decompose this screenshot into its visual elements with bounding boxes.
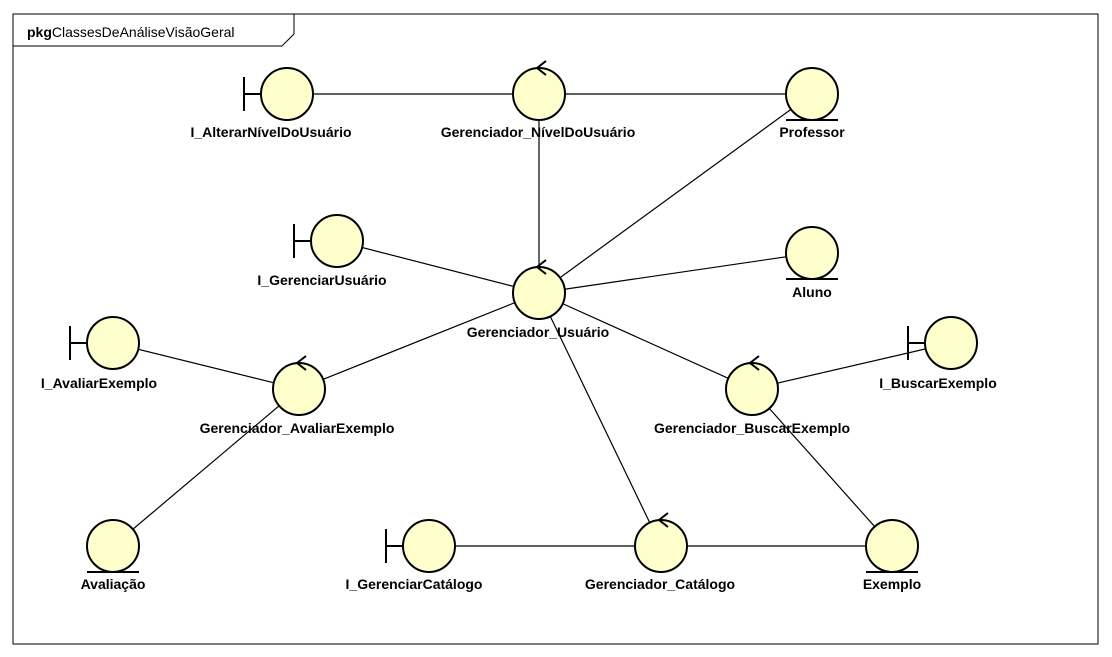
node-label: Aluno bbox=[792, 284, 832, 300]
node-label: I_AlterarNívelDoUsuário bbox=[190, 124, 351, 140]
package-frame bbox=[12, 13, 1099, 645]
edge-ger_avaliar-avaliacao bbox=[112, 388, 300, 547]
node-label: I_AvaliarExemplo bbox=[41, 375, 157, 391]
node-label: I_BuscarExemplo bbox=[879, 375, 997, 391]
entity-icon bbox=[785, 226, 839, 280]
entity-icon bbox=[86, 519, 140, 573]
control-arrow bbox=[295, 355, 307, 371]
node-professor: Professor bbox=[779, 67, 845, 140]
package-title: pkgClassesDeAnáliseVisãoGeral bbox=[27, 24, 235, 40]
edge-i_gerenciar_usuario-ger_usuario bbox=[336, 240, 540, 294]
node-i-buscar: I_BuscarExemplo bbox=[879, 316, 997, 391]
node-ger-nivel: Gerenciador_NívelDoUsuário bbox=[441, 60, 636, 140]
edge-i_buscar-ger_buscar bbox=[751, 342, 952, 390]
node-label: Gerenciador_Catálogo bbox=[585, 576, 735, 592]
edge-professor-ger_usuario bbox=[538, 93, 813, 294]
entity-icon bbox=[785, 67, 839, 121]
edge-ger_usuario-aluno bbox=[538, 252, 813, 294]
boundary-icon bbox=[924, 316, 978, 370]
node-label: Professor bbox=[779, 124, 845, 140]
node-label: I_GerenciarUsuário bbox=[257, 272, 386, 288]
package-tab bbox=[13, 14, 295, 47]
package-keyword: pkg bbox=[27, 24, 52, 40]
boundary-icon bbox=[402, 519, 456, 573]
node-i-alterar: I_AlterarNívelDoUsuário bbox=[190, 67, 352, 140]
node-label: Gerenciador_Usuário bbox=[467, 324, 609, 340]
node-label: Gerenciador_NívelDoUsuário bbox=[441, 124, 636, 140]
node-ger-usuario: Gerenciador_Usuário bbox=[467, 259, 609, 340]
edges-layer bbox=[112, 93, 952, 547]
edge-ger_usuario-ger_avaliar bbox=[298, 292, 540, 390]
node-avaliacao: Avaliação bbox=[81, 519, 146, 592]
node-exemplo: Exemplo bbox=[863, 519, 921, 592]
node-label: I_GerenciarCatálogo bbox=[346, 576, 483, 592]
node-label: Avaliação bbox=[81, 576, 146, 592]
node-label: Gerenciador_AvaliarExemplo bbox=[200, 420, 395, 436]
node-label: Gerenciador_BuscarExemplo bbox=[654, 420, 850, 436]
package-name: ClassesDeAnáliseVisãoGeral bbox=[52, 24, 235, 40]
control-arrow bbox=[748, 355, 760, 371]
control-icon bbox=[512, 266, 566, 320]
node-i-avaliar: I_AvaliarExemplo bbox=[41, 316, 157, 391]
control-arrow bbox=[535, 259, 547, 275]
nodes-layer: I_AlterarNívelDoUsuário Gerenciador_Nível… bbox=[41, 60, 997, 592]
control-icon bbox=[634, 519, 688, 573]
node-ger-catalogo: Gerenciador_Catálogo bbox=[585, 512, 735, 592]
node-aluno: Aluno bbox=[785, 226, 839, 300]
node-i-catalogo: I_GerenciarCatálogo bbox=[346, 519, 483, 592]
node-label: Exemplo bbox=[863, 576, 921, 592]
edge-ger_usuario-ger_buscar bbox=[538, 292, 753, 390]
edge-i_avaliar-ger_avaliar bbox=[112, 342, 300, 390]
boundary-icon bbox=[86, 316, 140, 370]
edge-ger_usuario-ger_catalogo bbox=[538, 292, 662, 547]
boundary-icon bbox=[260, 67, 314, 121]
control-arrow bbox=[535, 60, 547, 76]
control-icon bbox=[272, 362, 326, 416]
boundary-icon bbox=[310, 214, 364, 268]
node-ger-avaliar: Gerenciador_AvaliarExemplo bbox=[200, 355, 395, 436]
control-icon bbox=[725, 362, 779, 416]
control-arrow bbox=[657, 512, 669, 528]
node-ger-buscar: Gerenciador_BuscarExemplo bbox=[654, 355, 850, 436]
entity-icon bbox=[865, 519, 919, 573]
edge-ger_buscar-exemplo bbox=[751, 388, 893, 547]
control-icon bbox=[512, 67, 566, 121]
node-i-gerenciar-usuario: I_GerenciarUsuário bbox=[257, 214, 387, 288]
